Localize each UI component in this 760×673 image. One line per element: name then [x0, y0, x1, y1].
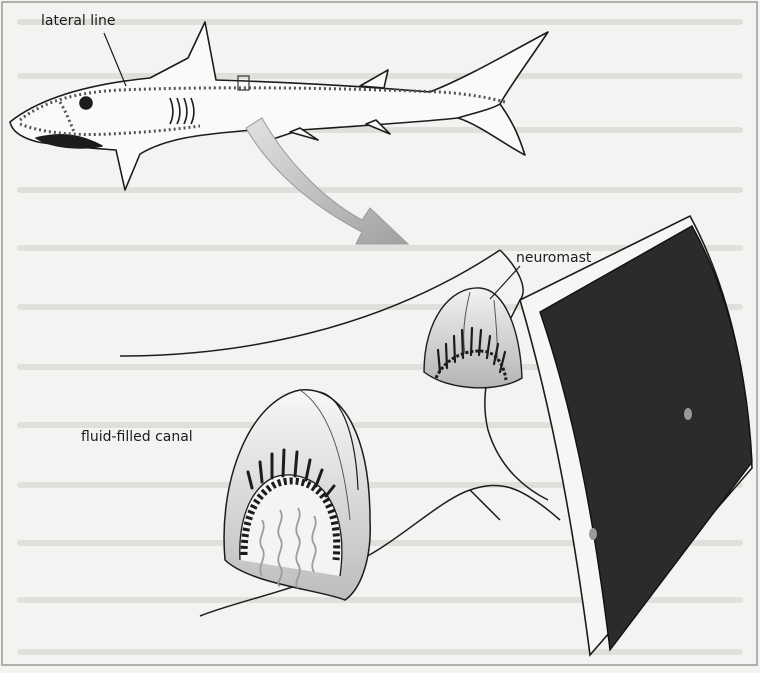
skin-panel-icon [520, 216, 752, 655]
fluid-canal-icon [224, 390, 370, 600]
fluid-filled-canal-label: fluid-filled canal [81, 429, 193, 445]
lateral-line-label: lateral line [41, 13, 116, 29]
neuromast-label: neuromast [516, 250, 592, 266]
upper-neuromast-bump-icon [424, 288, 522, 388]
zoom-arrow-icon [246, 118, 408, 244]
neuromast-pointer [490, 266, 520, 299]
